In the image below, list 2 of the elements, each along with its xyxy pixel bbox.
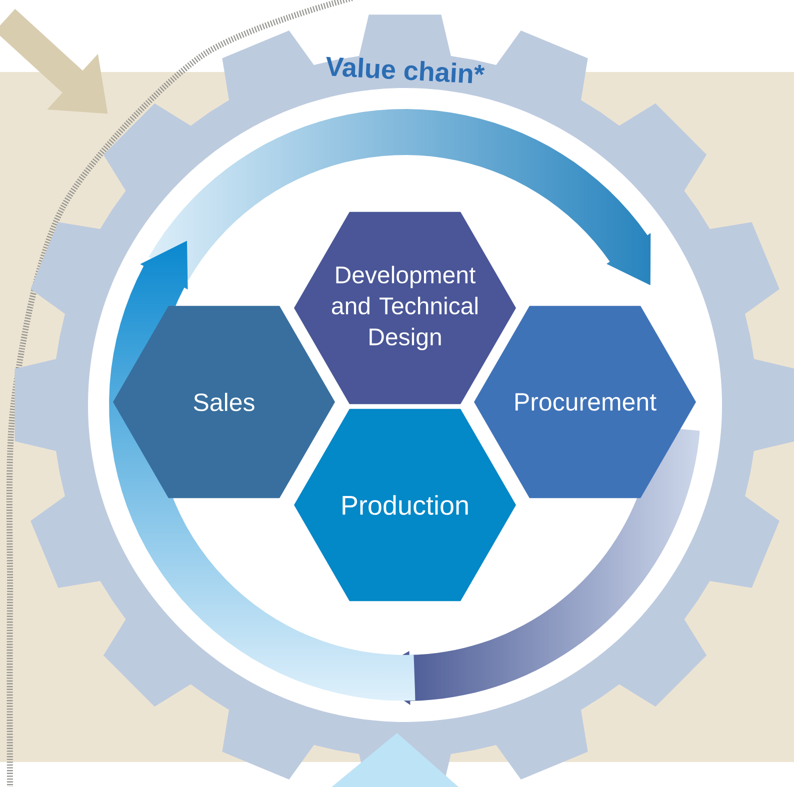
hexagon: Development and Technical Design: [294, 212, 516, 404]
hexagon: Production: [294, 408, 516, 602]
